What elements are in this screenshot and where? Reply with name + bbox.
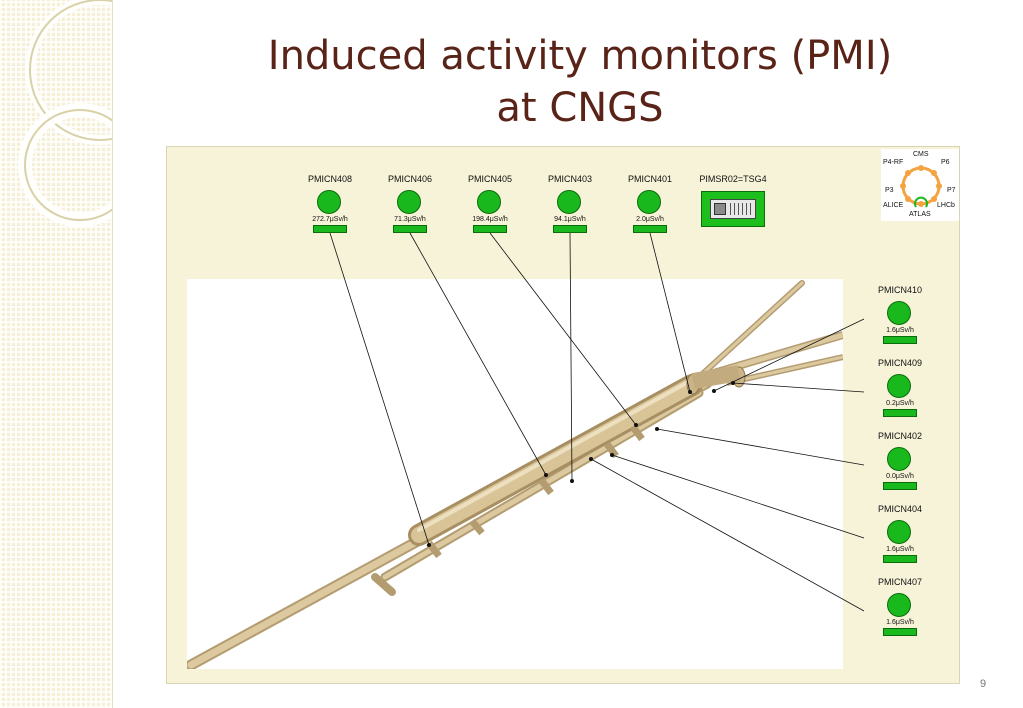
status-bar (883, 409, 917, 417)
status-lamp-icon (477, 190, 501, 214)
ring-label-p4rf: P4-RF (883, 159, 904, 166)
status-lamp-icon (637, 190, 661, 214)
status-bar (393, 225, 427, 233)
dose-rate: 1.6μSv/h (886, 327, 914, 334)
decorative-background-strip (0, 0, 113, 708)
ring-label-p3: P3 (885, 187, 894, 194)
monitor-name: PMICN410 (877, 285, 922, 295)
station-status-box (701, 191, 765, 227)
dose-rate: 71.3μSv/h (394, 216, 426, 223)
status-lamp-icon (887, 374, 911, 398)
slide-title: Induced activity monitors (PMI) at CNGS (150, 30, 1010, 134)
monitor-name: PMICN402 (877, 431, 922, 441)
monitoring-panel: PMICN408 272.7μSv/h PMICN406 71.3μSv/h P… (166, 146, 960, 684)
status-bar (313, 225, 347, 233)
monitor-name: PMICN405 (467, 174, 512, 184)
dose-rate: 94.1μSv/h (554, 216, 586, 223)
status-lamp-icon (887, 593, 911, 617)
status-bar (883, 555, 917, 563)
monitor-name: PMICN408 (307, 174, 352, 184)
tunnel-model (185, 280, 845, 671)
status-bar (633, 225, 667, 233)
ring-label-p6: P6 (941, 159, 950, 166)
ring-label-lhcb: LHCb (937, 202, 955, 209)
monitor-name: PMICN409 (877, 358, 922, 368)
ring-label-cms: CMS (913, 151, 929, 158)
status-lamp-icon (317, 190, 341, 214)
ring-label-alice: ALICE (883, 202, 904, 209)
status-lamp-icon (887, 301, 911, 325)
monitor-name: PMICN407 (877, 577, 922, 587)
slide-title-line-2: at CNGS (496, 85, 664, 131)
lhc-ring-map[interactable]: CMS P4-RF P6 P3 P7 ALICE LHCb ATLAS (881, 149, 959, 221)
status-lamp-icon (887, 447, 911, 471)
ring-label-p7: P7 (947, 187, 956, 194)
monitor-name: PMICN404 (877, 504, 922, 514)
station-tsg4[interactable]: PIMSR02=TSG4 (695, 174, 771, 230)
ring-icon (900, 165, 942, 208)
status-bar (473, 225, 507, 233)
dose-rate: 1.6μSv/h (886, 546, 914, 553)
dose-rate: 0.0μSv/h (886, 473, 914, 480)
ring-label-atlas: ATLAS (909, 211, 931, 218)
decorative-circles (18, 0, 112, 227)
monitor-name: PMICN403 (547, 174, 592, 184)
page-number: 9 (980, 678, 987, 690)
slide-title-line-1: Induced activity monitors (PMI) (267, 33, 893, 79)
status-lamp-icon (887, 520, 911, 544)
status-bar (883, 482, 917, 490)
dose-rate: 198.4μSv/h (472, 216, 508, 223)
status-bar (553, 225, 587, 233)
station-device-icon (710, 199, 756, 219)
device-slots-icon (730, 203, 752, 215)
dose-rate: 2.0μSv/h (636, 216, 664, 223)
status-lamp-icon (397, 190, 421, 214)
status-bar (883, 628, 917, 636)
monitor-name: PMICN401 (627, 174, 672, 184)
status-lamp-icon (557, 190, 581, 214)
station-name: PIMSR02=TSG4 (699, 174, 767, 184)
tunnel-3d-view[interactable] (185, 279, 845, 671)
monitor-name: PMICN406 (387, 174, 432, 184)
dose-rate: 1.6μSv/h (886, 619, 914, 626)
device-screen-icon (714, 203, 726, 215)
dose-rate: 0.2μSv/h (886, 400, 914, 407)
status-bar (883, 336, 917, 344)
dose-rate: 272.7μSv/h (312, 216, 348, 223)
